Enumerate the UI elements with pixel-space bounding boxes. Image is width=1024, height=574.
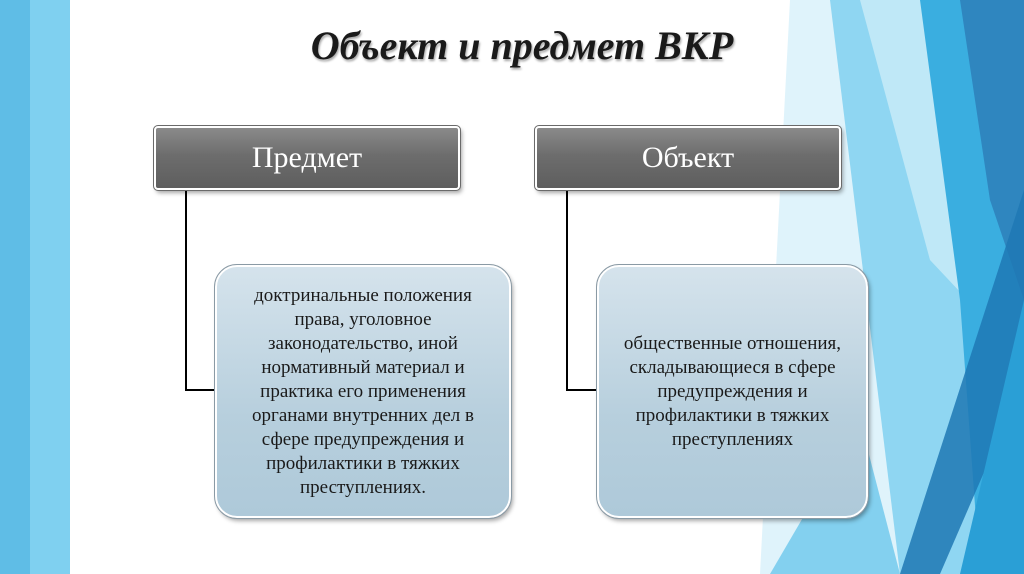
page-title: Объект и предмет ВКР xyxy=(310,23,734,68)
predmet-content-box: доктринальные положения права, уголовное… xyxy=(214,264,512,519)
object-header-box: Объект xyxy=(534,125,842,191)
predmet-content-text: доктринальные положения права, уголовное… xyxy=(252,284,474,498)
connector-predmet-horizontal xyxy=(185,389,216,391)
connector-object-horizontal xyxy=(566,389,598,391)
predmet-header-label: Предмет xyxy=(251,141,363,174)
connector-predmet-vertical xyxy=(185,190,187,390)
connector-object-vertical xyxy=(566,190,568,390)
object-header-label: Объект xyxy=(641,141,735,174)
predmet-header-box: Предмет xyxy=(153,125,461,191)
object-content-text: общественные отношения, складывающиеся в… xyxy=(623,332,842,450)
object-content-box: общественные отношения, складывающиеся в… xyxy=(596,264,869,519)
